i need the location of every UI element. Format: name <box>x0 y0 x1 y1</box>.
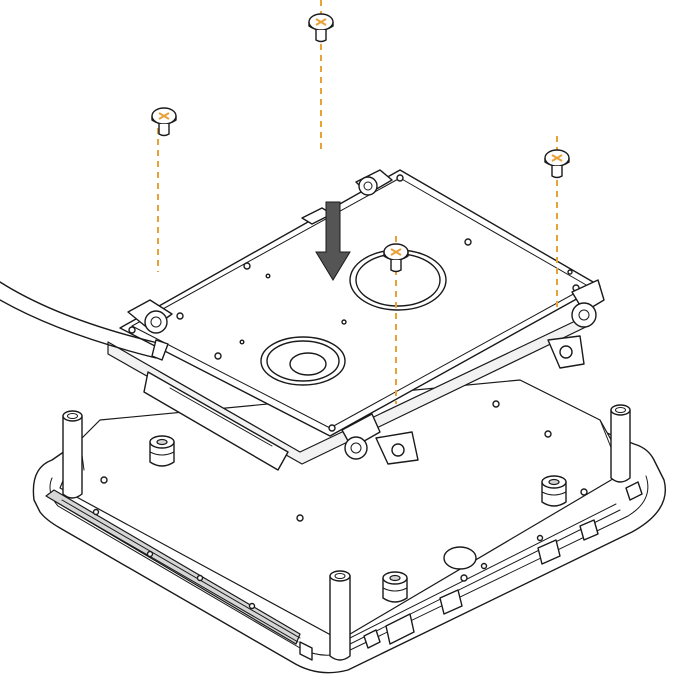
tray-standoff-front <box>382 571 408 603</box>
tray-floor-screws <box>92 400 588 610</box>
drive-cable <box>0 281 169 361</box>
drive-bracket-tab-front <box>341 413 419 465</box>
mounting-screws <box>151 13 570 273</box>
drive-spindle-cover <box>260 336 346 386</box>
tray-floor-pad <box>443 546 477 570</box>
hard-drive-with-bracket <box>107 169 605 471</box>
drive-bracket-tab-left <box>127 299 173 334</box>
insertion-arrow-down <box>315 201 351 281</box>
tray-post-right <box>610 404 631 483</box>
drive-top-screws <box>176 174 580 432</box>
tray-edge-clips <box>299 481 643 661</box>
drive-bracket-tab-back <box>355 169 393 196</box>
drive-label-ring <box>349 249 447 311</box>
tray-standoff-left <box>149 435 175 467</box>
screw-center <box>383 243 409 273</box>
screw-top <box>308 13 334 43</box>
tray-post-front <box>329 570 351 661</box>
drive-connector-block <box>143 371 289 471</box>
drive-bracket-tab-right <box>547 279 605 369</box>
screw-left <box>151 107 177 137</box>
enclosure-base-tray <box>32 379 666 674</box>
tray-post-left <box>62 410 83 499</box>
tray-standoff-right <box>541 475 567 507</box>
tray-front-wall <box>45 489 301 645</box>
screw-right <box>544 149 570 179</box>
